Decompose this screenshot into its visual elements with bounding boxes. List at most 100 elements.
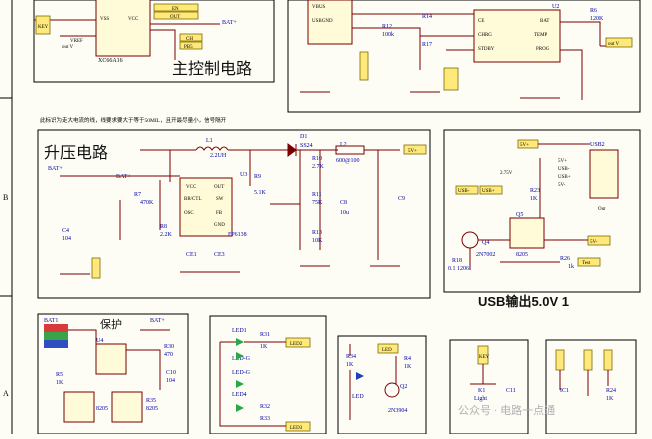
r4-val: 1K — [404, 364, 412, 370]
r23-label: R23 — [530, 188, 540, 194]
u3-osc: OSC — [184, 211, 194, 216]
r9-label: R9 — [254, 174, 261, 180]
r6-label: R6 — [590, 8, 597, 14]
test-label: Test — [582, 261, 591, 266]
usb-pin-2: USB- — [558, 167, 570, 172]
main-control-title: 主控制电路 — [172, 60, 252, 78]
usb-in-connector — [307, 0, 353, 45]
en-label: EN — [172, 7, 179, 12]
protect-block: 保护 BAT1 BAT+ U4 R30 470 C10 104 R5 1K 82… — [37, 313, 189, 435]
usb-minus-flag — [455, 185, 479, 195]
led3-net: LED3 — [290, 426, 303, 431]
row-b-label: B — [3, 193, 8, 202]
battery-cell-green — [44, 332, 68, 340]
usb-output-block: USB2 Out 5V+ USB- USB+ 5V- 5V+ USB- USB+… — [443, 129, 641, 309]
battery-cell-blue — [44, 340, 68, 348]
u2-ce: CE — [478, 19, 484, 24]
q6-chip — [63, 391, 95, 423]
bat-plus-label: BAT+ — [222, 20, 237, 26]
c10-val: 104 — [166, 378, 175, 384]
usb-pin-1: 5V+ — [558, 159, 567, 164]
pb5-label: PB5 — [184, 45, 193, 50]
l1-val: 2.2UH — [210, 153, 227, 159]
q5-val: 8205 — [516, 252, 528, 258]
r14-label: R14 — [422, 14, 432, 20]
protect-title: 保护 — [100, 317, 122, 331]
led4-label: LED4 — [232, 392, 247, 398]
ic1-label: IC1 — [560, 388, 569, 394]
r7-val: 470K — [140, 200, 154, 206]
ic1-block: IC1 R24 1K — [545, 339, 637, 435]
pb5-flag — [179, 41, 203, 50]
r24-label: R24 — [606, 388, 616, 394]
u2-temp: TEMP — [534, 33, 548, 38]
r34-val: 1K — [346, 362, 354, 368]
r8-label: R8 — [160, 224, 167, 230]
usb-plus-flag — [479, 185, 503, 195]
outv-label: out V — [62, 45, 74, 50]
r35-label: R35 — [146, 398, 156, 404]
r5-label: R5 — [56, 372, 63, 378]
c4-val: 104 — [62, 236, 71, 242]
r23-val: 1K — [530, 196, 538, 202]
u3-brctl: BR/CTL — [184, 197, 202, 202]
u2-bat: BAT — [540, 19, 549, 24]
charger-block: VBUS USBGND CE CHRG STDBY BAT TEMP PROG … — [287, 0, 641, 113]
boost-block: 升压电路 L1 2.2UH D1 SS24 L2 600@100 5V+ BAT… — [37, 129, 431, 299]
mcu-label: XC66A16 — [98, 58, 123, 64]
q2-label: Q2 — [400, 384, 407, 390]
d1-val: SS24 — [300, 143, 313, 149]
usb-output-title: USB输出5.0V 1 — [478, 294, 569, 309]
boost-5v-flag — [403, 144, 427, 155]
test-flag — [577, 257, 601, 267]
usb-5v-label: 5V+ — [520, 143, 529, 148]
r9-val: 5.1K — [254, 190, 267, 196]
r18-val: 0.1 1206 — [448, 266, 469, 272]
u2-stdby: STDBY — [478, 47, 495, 52]
outv-flag — [605, 37, 633, 48]
ch-label: CH — [186, 37, 193, 42]
u3-out: OUT — [214, 185, 224, 190]
r6-val: 120K — [590, 16, 604, 22]
k1-label: K1 — [478, 388, 485, 394]
usb-minus-label: USB- — [458, 189, 470, 194]
usb-ad-flag — [359, 51, 369, 81]
r31-label: R31 — [260, 332, 270, 338]
r4-label: R4 — [404, 356, 411, 362]
q5-chip — [509, 217, 545, 249]
vss-pin: VSS — [100, 17, 109, 22]
u3-fb: FB — [216, 211, 223, 216]
c8-label: C8 — [340, 200, 347, 206]
usb-port-label: USB2 — [590, 142, 605, 148]
bat1-label: BAT1 — [44, 318, 58, 324]
r11-label: R11 — [312, 192, 322, 198]
led-g1-label: LED-G — [232, 356, 251, 362]
r17-label: R17 — [422, 42, 432, 48]
usb-pin-3: USB+ — [558, 175, 571, 180]
q5-label: Q5 — [516, 212, 523, 218]
r30-val: 470 — [164, 352, 173, 358]
watermark: 公众号 · 电路一点通 — [458, 404, 555, 417]
pb5-ic1-flag — [603, 349, 613, 371]
r31-val: 1K — [260, 344, 268, 350]
led2-icon — [236, 352, 244, 360]
u3-vcc: VCC — [186, 185, 197, 190]
r12-label: R12 — [382, 24, 392, 30]
led-flag — [377, 343, 399, 354]
r26-val: 1k — [568, 264, 574, 270]
main-control-block: VSS VCC XC66A16 EN OUT CH PB5 BAT+ KEY V… — [33, 0, 275, 83]
r26-label: R26 — [560, 256, 570, 262]
q6-val-2: 8205 — [146, 406, 158, 412]
usb-port — [589, 149, 619, 199]
out-flag — [153, 11, 199, 20]
led1-icon — [236, 338, 244, 346]
r8-val: 2.2K — [160, 232, 173, 238]
en-flag — [153, 3, 199, 12]
vref-label: VREF — [70, 39, 83, 44]
vref-flag — [555, 349, 565, 371]
mcu-chip — [95, 0, 151, 57]
q4-val: 2N7002 — [476, 252, 495, 258]
r18-label: R18 — [452, 258, 462, 264]
